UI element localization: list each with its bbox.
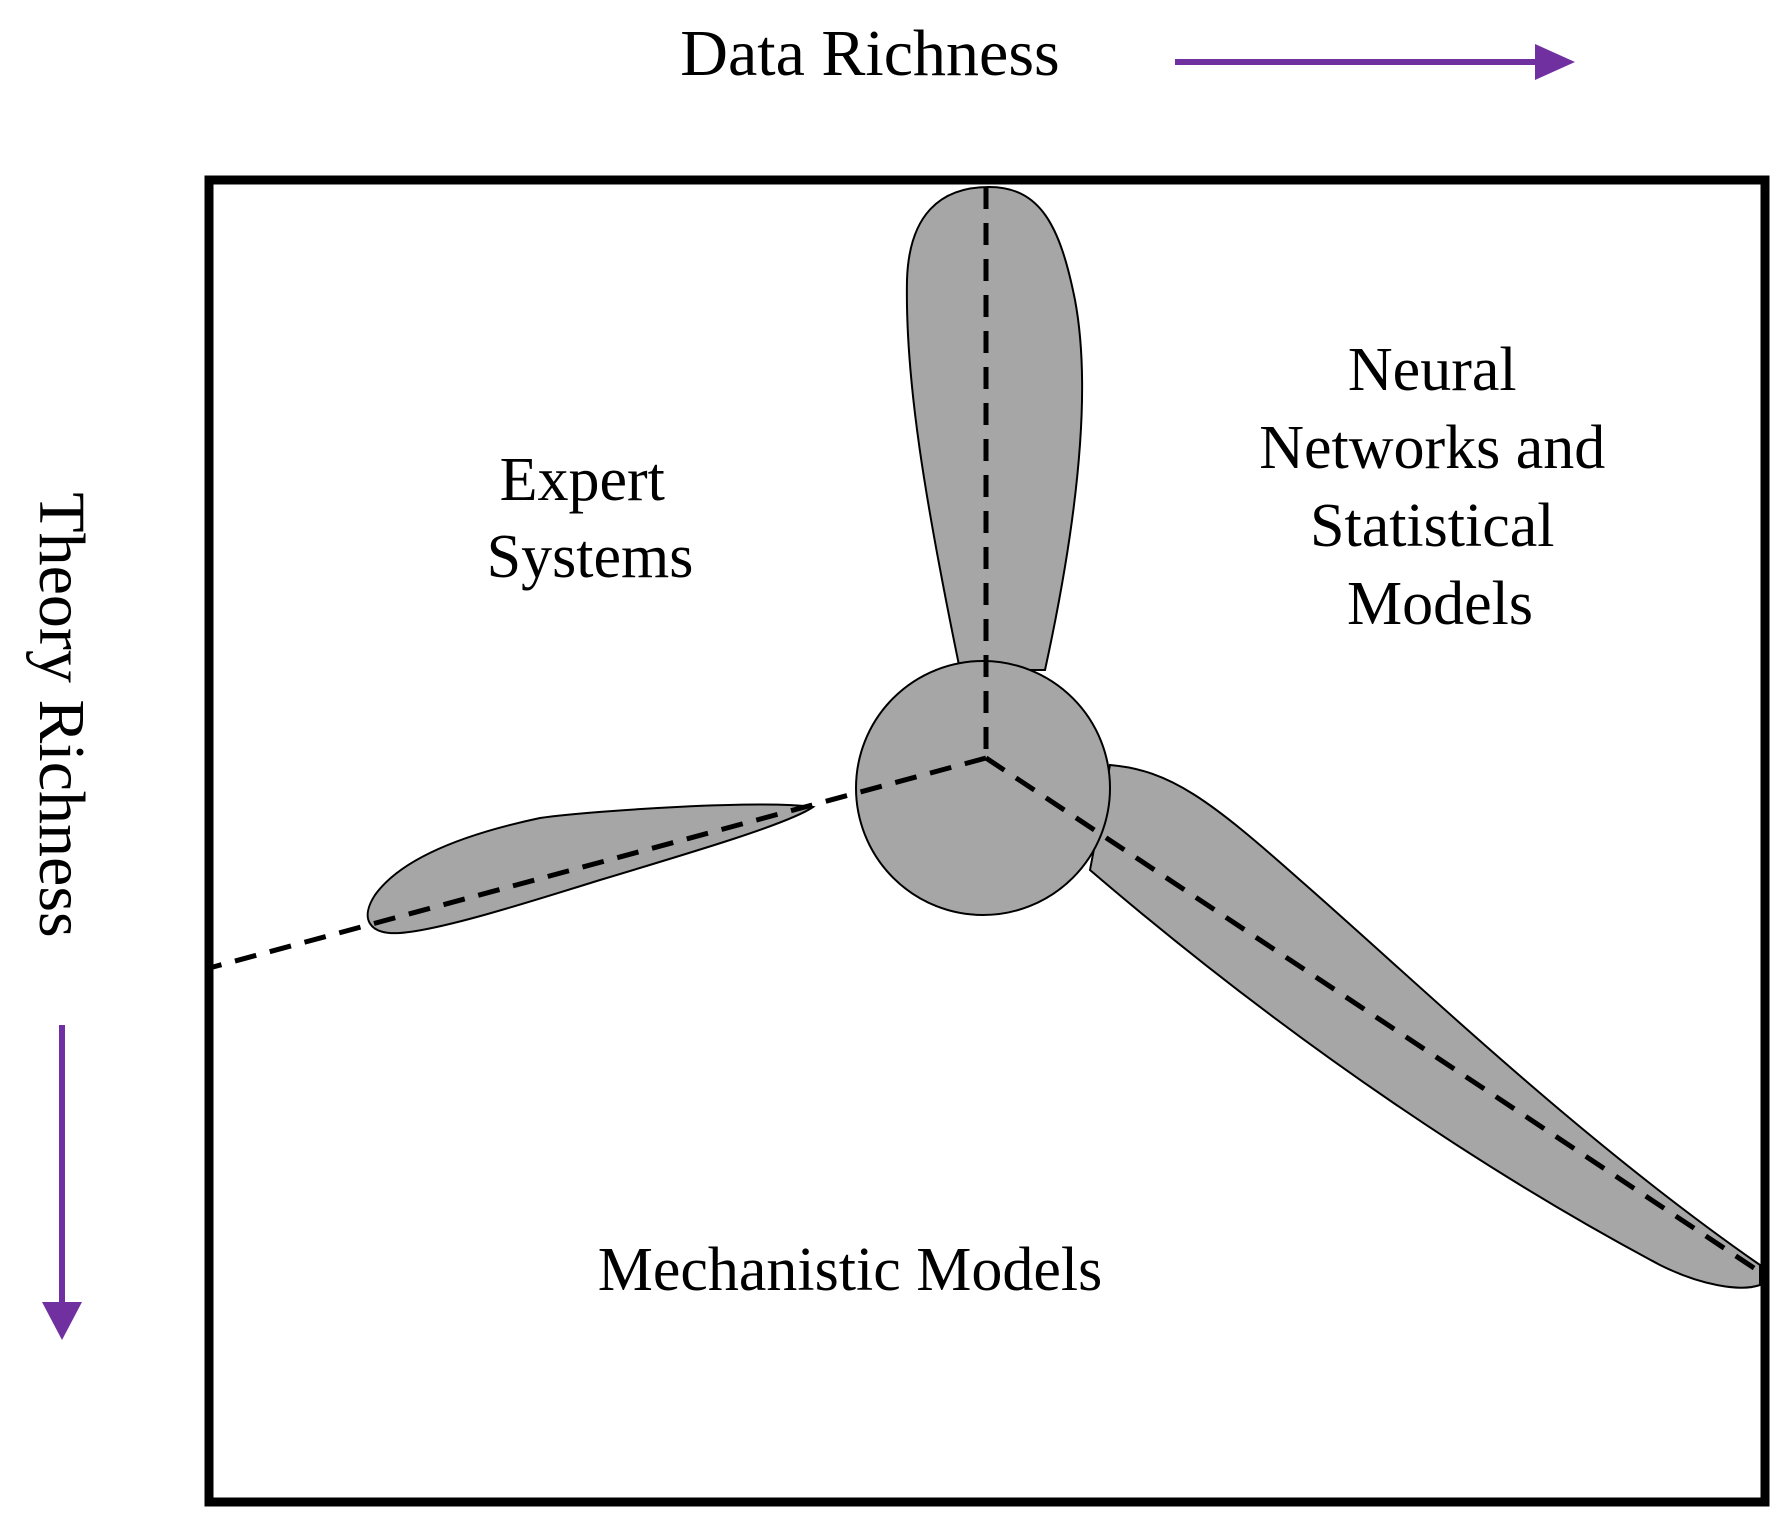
- mechanistic-models-line-1: Mechanistic Models: [598, 1236, 1103, 1304]
- neural-networks-label: Neural Networks and Statistical Models: [1259, 336, 1621, 638]
- expert-systems-label: Expert Systems: [487, 446, 694, 591]
- diagram-frame: [204, 175, 1770, 1507]
- mechanistic-models-label: Mechanistic Models: [598, 1236, 1103, 1304]
- expert-systems-line-2: Systems: [487, 523, 694, 591]
- propeller-blade-left: [366, 803, 816, 935]
- neural-networks-line-3: Statistical: [1310, 492, 1555, 560]
- neural-networks-line-1: Neural: [1348, 336, 1517, 404]
- neural-networks-line-4: Models: [1347, 570, 1533, 638]
- propeller-hub: [855, 660, 1111, 916]
- theory-richness-arrow: [42, 1025, 82, 1340]
- neural-networks-line-2: Networks and: [1259, 414, 1605, 482]
- expert-systems-line-1: Expert: [500, 446, 665, 514]
- arrow-right-icon: [1535, 44, 1575, 80]
- dashed-axis-left: [212, 755, 987, 970]
- dashed-axis-right: [984, 755, 1762, 1275]
- data-richness-arrow: [1175, 44, 1575, 80]
- propeller-blade-top: [905, 185, 1084, 671]
- arrow-down-icon: [42, 1302, 82, 1340]
- data-richness-label: Data Richness: [680, 17, 1059, 90]
- propeller-blade-bottom-right: [1088, 763, 1761, 1289]
- propeller-dashed-axes: [212, 187, 1762, 1275]
- theory-richness-label: Theory Richness: [25, 492, 98, 937]
